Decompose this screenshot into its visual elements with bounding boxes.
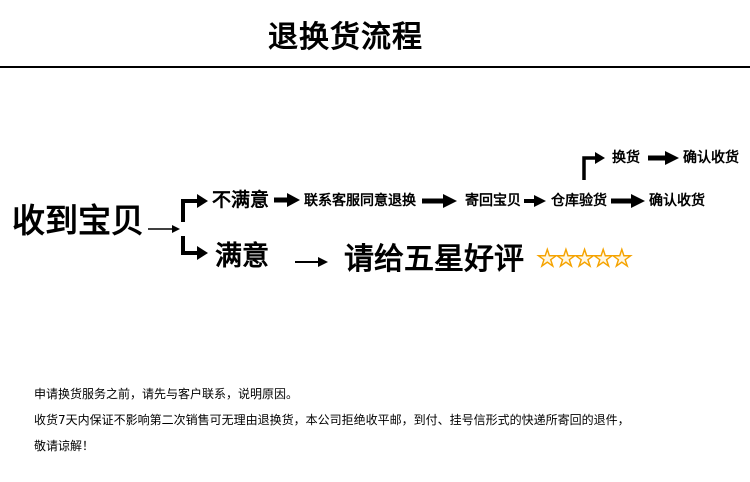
thin-arrow-start [148,225,180,233]
step-exchange: 换货 [612,150,640,166]
step-exchange-confirm: 确认收货 [683,150,739,166]
branch-arrow-unsatisfied [181,194,208,222]
note-line-3: 敬请谅解！ [34,439,95,453]
flow-arrow-4 [611,194,645,208]
flow-arrow-satisfied [295,257,328,267]
page-title: 退换货流程 [268,20,423,55]
star-icons: ★★★★★ [536,245,633,272]
flow-arrow-exchange [648,151,679,165]
flow-arrow-2 [422,194,457,208]
step-confirm-receipt: 确认收货 [649,193,705,209]
step-warehouse-check: 仓库验货 [551,193,607,209]
note-line-1: 申请换货服务之前，请先与客户联系，说明原因。 [34,387,299,401]
note-line-2: 收货7天内保证不影响第二次销售可无理由退换货，本公司拒绝收平邮，到付、挂号信形式… [34,413,630,427]
start-node: 收到宝贝 [12,201,144,240]
step-send-back: 寄回宝贝 [465,193,521,209]
title-divider [0,66,750,68]
flow-arrow-3 [524,195,546,207]
unsatisfied-label: 不满意 [212,189,270,211]
branch-arrow-satisfied [181,236,208,260]
flow-arrow-1 [274,193,300,207]
step-contact-service: 联系客服同意退换 [304,193,416,209]
five-star-request: 请给五星好评 [344,242,524,277]
satisfied-label: 满意 [215,241,269,272]
five-star-rating: ★★★★★ [536,244,633,274]
branch-arrow-exchange [582,152,605,180]
